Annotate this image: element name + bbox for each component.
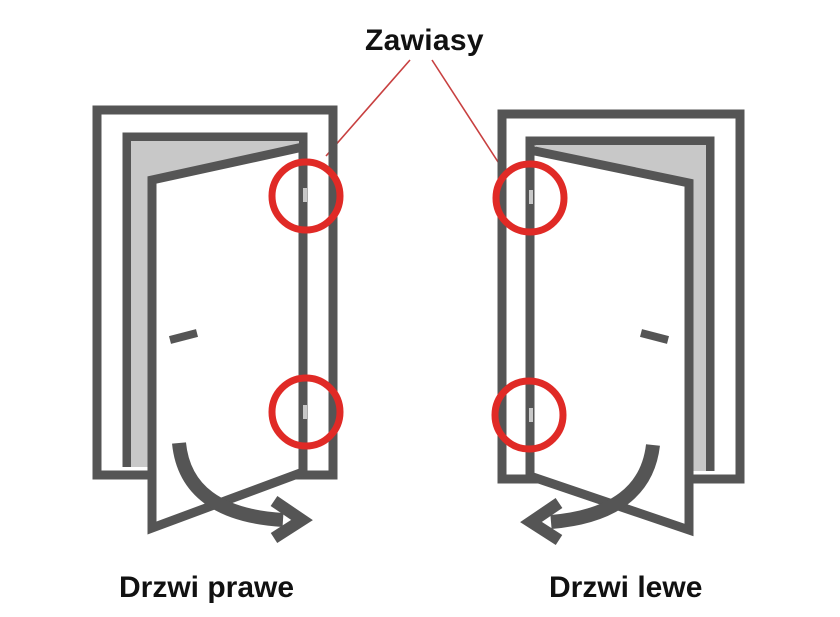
door-leaf bbox=[525, 144, 694, 537]
door-left-icon bbox=[491, 109, 745, 537]
opening-arrow-icon bbox=[172, 442, 313, 544]
arrow-head bbox=[520, 498, 563, 546]
door-leaf bbox=[147, 141, 308, 535]
hinge-highlight-circle bbox=[491, 377, 567, 453]
opening-arrow-icon bbox=[520, 443, 660, 546]
arrow-curve bbox=[172, 442, 284, 527]
door-handle bbox=[168, 329, 199, 344]
right-door-label: Drzwi prawe bbox=[119, 571, 295, 604]
arrow-curve bbox=[550, 443, 660, 529]
left-door-label: Drzwi lewe bbox=[549, 571, 703, 604]
pointer-line-right-door bbox=[325, 59, 411, 157]
door-handle bbox=[639, 329, 670, 344]
hinge-highlight-circle bbox=[268, 158, 344, 234]
pointer-line-left-door bbox=[431, 59, 501, 166]
door-right-icon bbox=[92, 105, 344, 535]
arrow-head bbox=[270, 496, 313, 544]
hinge-highlight-circle bbox=[492, 160, 568, 236]
hinges-title: Zawiasy bbox=[365, 24, 484, 57]
hinge-highlight-circle bbox=[268, 374, 344, 450]
